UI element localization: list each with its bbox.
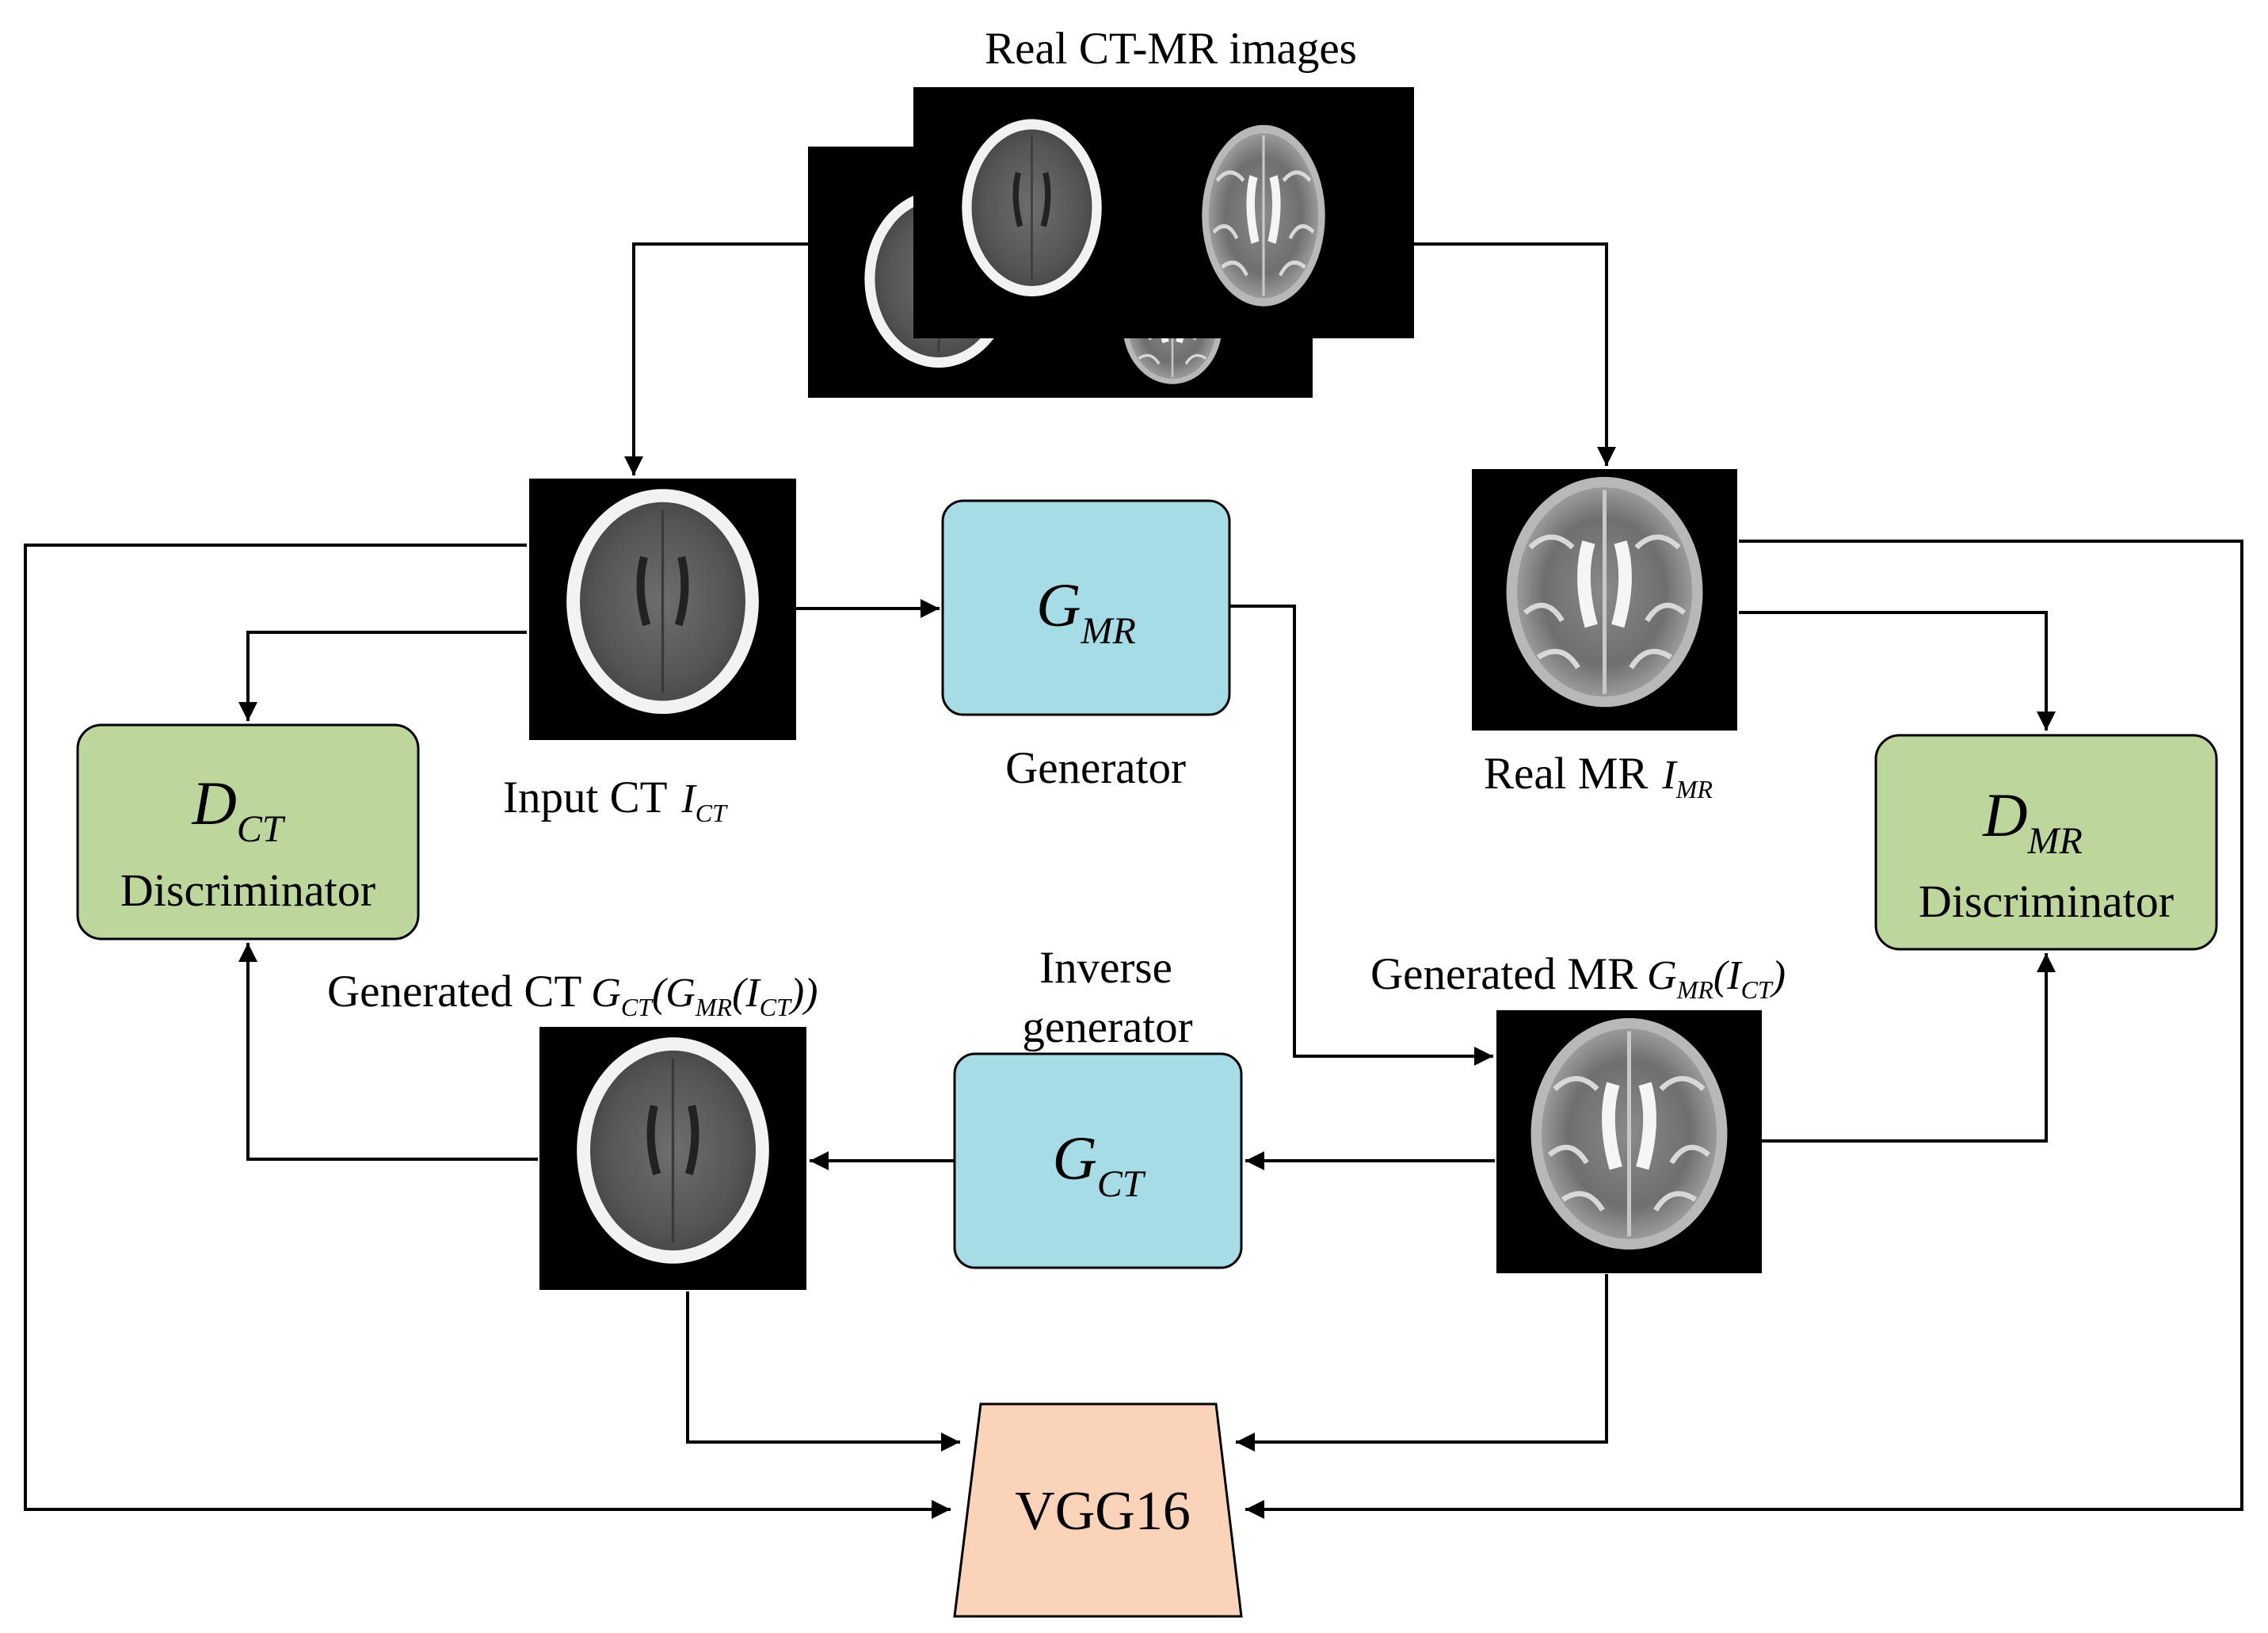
g-mr-symbol: G: [1036, 570, 1081, 639]
real-mr-label: Real MR IMR: [1484, 749, 1713, 803]
g-mr-subscript: MR: [1081, 610, 1136, 652]
generated-ct-inner-g-sub: MR: [695, 993, 733, 1021]
svg-text:GCT: GCT: [1052, 1124, 1145, 1205]
real-mr-subscript: MR: [1675, 775, 1713, 803]
generated-ct-image: [539, 1027, 806, 1290]
d-mr-caption: Discriminator: [1919, 876, 2174, 927]
generated-ct-g: G: [591, 971, 621, 1016]
arrow-generated-ct-to-d-ct: [238, 943, 538, 1161]
generated-ct-g-sub: CT: [621, 993, 654, 1021]
generated-mr-g: G: [1647, 953, 1677, 998]
arrow-generated-mr-to-vgg16: [1236, 1274, 1608, 1452]
connectors: [24, 242, 2243, 1519]
svg-text:DCT: DCT: [191, 769, 285, 850]
d-ct-caption: Discriminator: [120, 864, 375, 916]
input-ct-symbol: I: [680, 776, 697, 822]
input-ct-label: Input CT ICT: [503, 773, 728, 827]
generated-ct-arg: I: [745, 971, 761, 1016]
input-ct-image: [529, 479, 796, 740]
generated-mr-g-sub: MR: [1676, 975, 1714, 1004]
svg-text:GMR: GMR: [1036, 570, 1136, 652]
generated-mr-arg: I: [1726, 953, 1743, 998]
stack-title: Real CT-MR images: [985, 24, 1357, 74]
real-mr-symbol: I: [1661, 753, 1678, 798]
generated-ct-text: Generated CT: [327, 967, 581, 1017]
arrow-real-mr-to-d-mr: [1739, 611, 2056, 731]
arrow-real-mr-to-vgg16: [1245, 540, 2243, 1519]
arrow-g-mr-to-generated-mr: [1229, 605, 1493, 1066]
arrow-stack-to-real-mr: [1414, 242, 1616, 466]
d-ct-discriminator-box: DCT Discriminator: [76, 723, 420, 941]
input-ct-text: Input CT: [503, 773, 667, 822]
generator-caption: Generator: [1005, 743, 1186, 793]
arrow-stack-to-input-ct: [624, 242, 808, 475]
d-mr-subscript: MR: [2027, 820, 2083, 862]
input-ct-subscript: CT: [696, 799, 728, 827]
g-mr-generator-box: GMR: [941, 499, 1231, 716]
d-ct-symbol: D: [191, 769, 236, 837]
generated-ct-arg-sub: CT: [760, 993, 792, 1021]
d-mr-discriminator-box: DMR Discriminator: [1874, 734, 2218, 951]
d-mr-symbol: D: [1982, 780, 2027, 849]
inverse-caption-line1: Inverse: [1039, 943, 1172, 993]
front-image-slice: [913, 87, 1414, 338]
arrow-input-ct-to-d-ct: [238, 631, 527, 721]
vgg16-box: VGG16: [953, 1402, 1243, 1618]
svg-text:DMR: DMR: [1982, 780, 2083, 862]
g-ct-subscript: CT: [1097, 1163, 1146, 1205]
g-ct-inverse-generator-box: GCT: [953, 1052, 1243, 1269]
generated-mr-text: Generated MR: [1370, 949, 1637, 999]
vgg16-label: VGG16: [1015, 1481, 1191, 1542]
generated-mr-image: [1496, 1010, 1762, 1273]
g-ct-symbol: G: [1052, 1124, 1096, 1192]
arrow-generated-ct-to-vgg16: [686, 1292, 960, 1452]
real-mr-text: Real MR: [1484, 749, 1648, 799]
real-ct-mr-image-stack: [808, 87, 1414, 398]
d-ct-subscript: CT: [237, 808, 286, 850]
real-mr-image: [1472, 469, 1737, 731]
generated-mr-arg-sub: CT: [1741, 975, 1774, 1004]
inverse-caption-line2: generator: [1022, 1002, 1192, 1052]
arrow-input-ct-to-vgg16: [24, 544, 951, 1519]
arrow-generated-mr-to-d-mr: [1760, 953, 2056, 1143]
generated-ct-inner-g: G: [665, 971, 696, 1016]
